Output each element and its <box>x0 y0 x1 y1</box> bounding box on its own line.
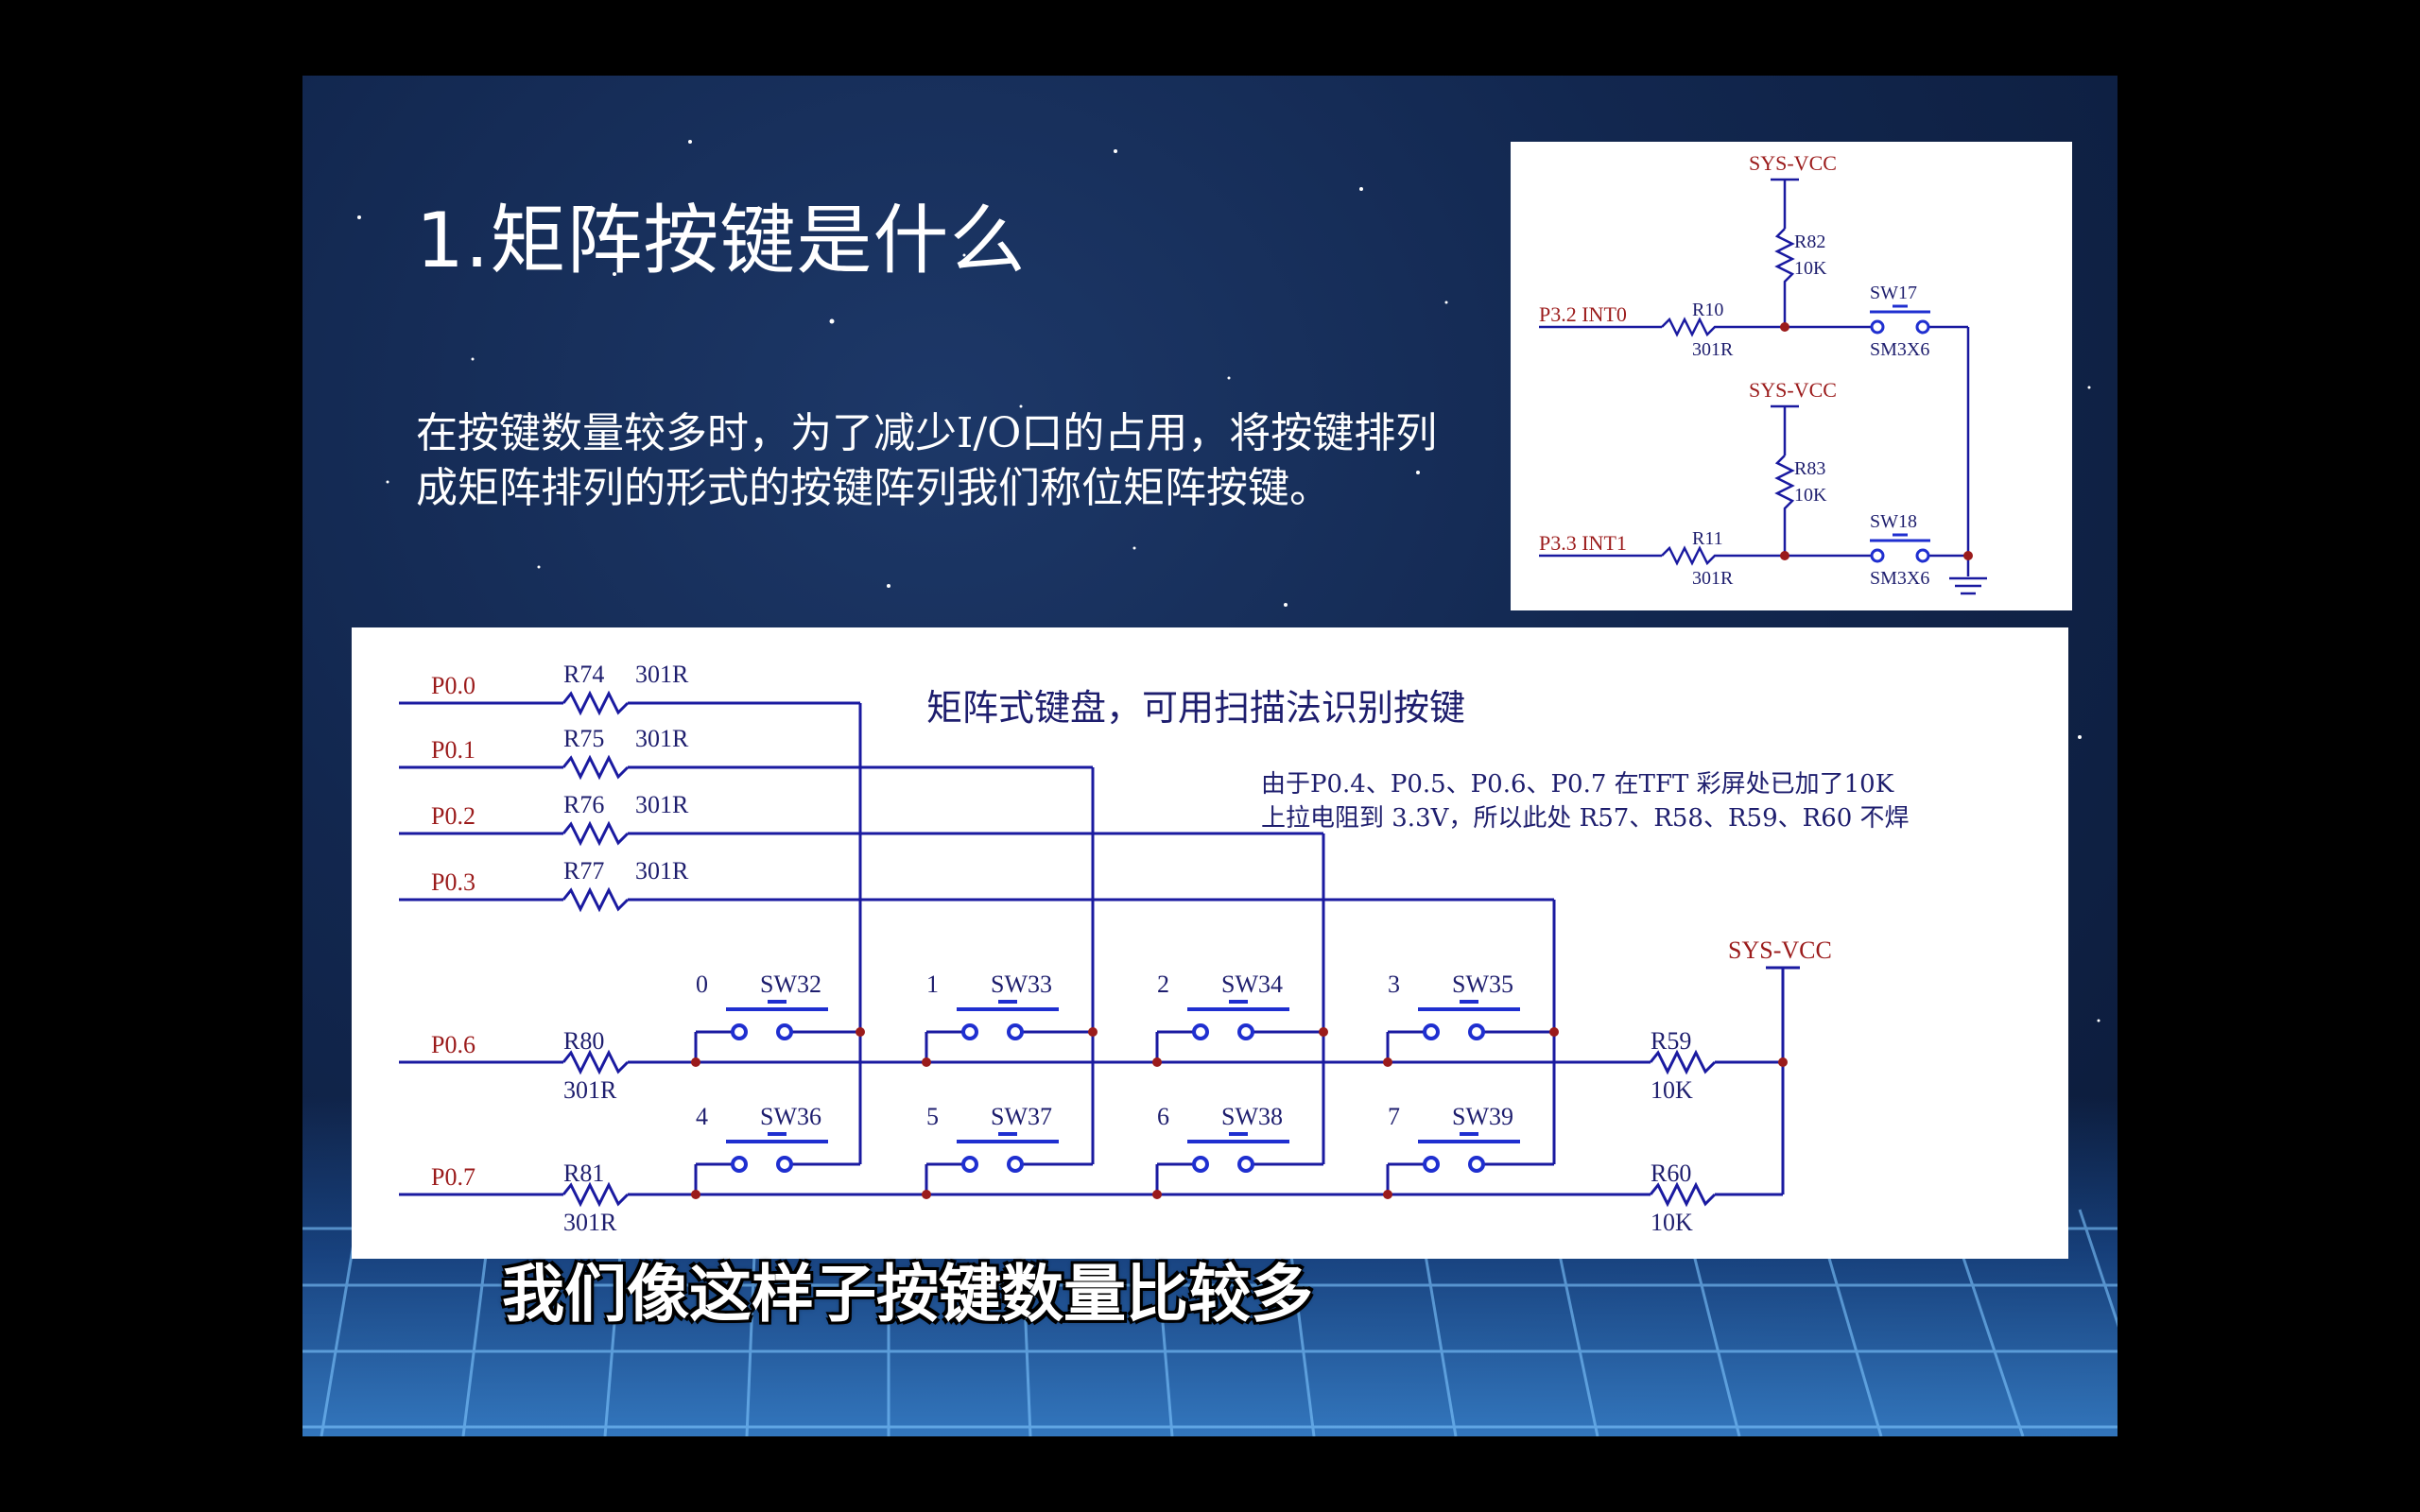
switch-ref: SW34 <box>1221 971 1283 998</box>
resistor-ref: R80 <box>563 1027 604 1055</box>
net-label: P0.2 <box>431 802 475 830</box>
resistor-ref: R60 <box>1651 1160 1691 1187</box>
switch-ref: SW36 <box>760 1103 821 1130</box>
resistor-value: 10K <box>1651 1076 1693 1104</box>
matrix-keypad-schematic-drawing: P0.0 P0.1 P0.2 P0.3 P0.6 P0.7 SYS-VCC R7… <box>399 661 1910 1236</box>
net-label: P3.2 INT0 <box>1539 302 1627 326</box>
key-number: 7 <box>1388 1103 1400 1130</box>
resistor-ref: R75 <box>563 725 604 752</box>
net-label: P0.0 <box>431 672 475 699</box>
schematic-heading: 矩阵式键盘，可用扫描法识别按键 <box>926 687 1465 729</box>
key-number: 4 <box>696 1103 708 1130</box>
net-label: P3.3 INT1 <box>1539 531 1627 555</box>
switch-type: SM3X6 <box>1870 568 1929 589</box>
interrupt-key-schematic-drawing: SYS-VCC P3.2 INT0 SYS-VCC P3.3 INT1 R82 … <box>1539 151 1987 595</box>
key-number: 3 <box>1388 971 1400 998</box>
resistor-ref: R81 <box>563 1160 604 1187</box>
net-label: P0.6 <box>431 1031 475 1058</box>
resistor-ref: R83 <box>1794 458 1825 479</box>
matrix-keypad-schematic: P0.0 P0.1 P0.2 P0.3 P0.6 P0.7 SYS-VCC R7… <box>352 627 2068 1259</box>
resistor-value: 10K <box>1794 485 1827 506</box>
vcc-label: SYS-VCC <box>1728 936 1832 964</box>
resistor-ref: R74 <box>563 661 604 688</box>
resistor-ref: R77 <box>563 857 604 885</box>
resistor-ref: R82 <box>1794 232 1825 252</box>
schematic-note-line2: 上拉电阻到 3.3V，所以此处 R57、R58、R59、R60 不焊 <box>1261 804 1910 833</box>
resistor-value: 301R <box>563 1209 617 1236</box>
net-label: P0.1 <box>431 736 475 764</box>
schematic-note-line1: 由于P0.4、P0.5、P0.6、P0.7 在TFT 彩屏处已加了10K <box>1261 770 1894 799</box>
resistor-value: 301R <box>563 1076 617 1104</box>
key-number: 1 <box>926 971 939 998</box>
key-number: 5 <box>926 1103 939 1130</box>
resistor-value: 301R <box>1692 339 1734 360</box>
switch-ref: SW17 <box>1870 283 1917 303</box>
net-label: P0.7 <box>431 1163 475 1191</box>
key-number: 0 <box>696 971 708 998</box>
switch-ref: SW33 <box>991 971 1052 998</box>
resistor-ref: R59 <box>1651 1027 1691 1055</box>
vcc-label: SYS-VCC <box>1749 151 1837 175</box>
switch-ref: SW37 <box>991 1103 1052 1130</box>
video-subtitle: 我们像这样子按键数量比较多 <box>502 1258 1313 1331</box>
resistor-value: 301R <box>635 661 689 688</box>
resistor-value: 301R <box>1692 568 1734 589</box>
net-label: P0.3 <box>431 868 475 896</box>
switch-type: SM3X6 <box>1870 339 1929 360</box>
switch-ref: SW32 <box>760 971 821 998</box>
switch-ref: SW38 <box>1221 1103 1283 1130</box>
resistor-ref: R76 <box>563 791 604 818</box>
switch-ref: SW18 <box>1870 511 1917 532</box>
switch-ref: SW35 <box>1452 971 1513 998</box>
resistor-ref: R10 <box>1692 300 1723 320</box>
resistor-value: 10K <box>1651 1209 1693 1236</box>
interrupt-key-schematic: SYS-VCC P3.2 INT0 SYS-VCC P3.3 INT1 R82 … <box>1511 142 2072 610</box>
slide: 1.矩阵按键是什么 在按键数量较多时，为了减少I/O口的占用，将按键排列成矩阵排… <box>302 76 2118 1436</box>
resistor-value: 301R <box>635 791 689 818</box>
vcc-label: SYS-VCC <box>1749 378 1837 402</box>
star-background <box>357 140 2100 1022</box>
slide-body-text: 在按键数量较多时，为了减少I/O口的占用，将按键排列成矩阵排列的形式的按键阵列我… <box>416 409 1438 512</box>
resistor-value: 301R <box>635 857 689 885</box>
resistor-value: 301R <box>635 725 689 752</box>
key-number: 2 <box>1157 971 1169 998</box>
resistor-ref: R11 <box>1692 528 1723 549</box>
key-number: 6 <box>1157 1103 1169 1130</box>
switch-ref: SW39 <box>1452 1103 1513 1130</box>
slide-title: 1.矩阵按键是什么 <box>416 197 1027 284</box>
resistor-value: 10K <box>1794 258 1827 279</box>
